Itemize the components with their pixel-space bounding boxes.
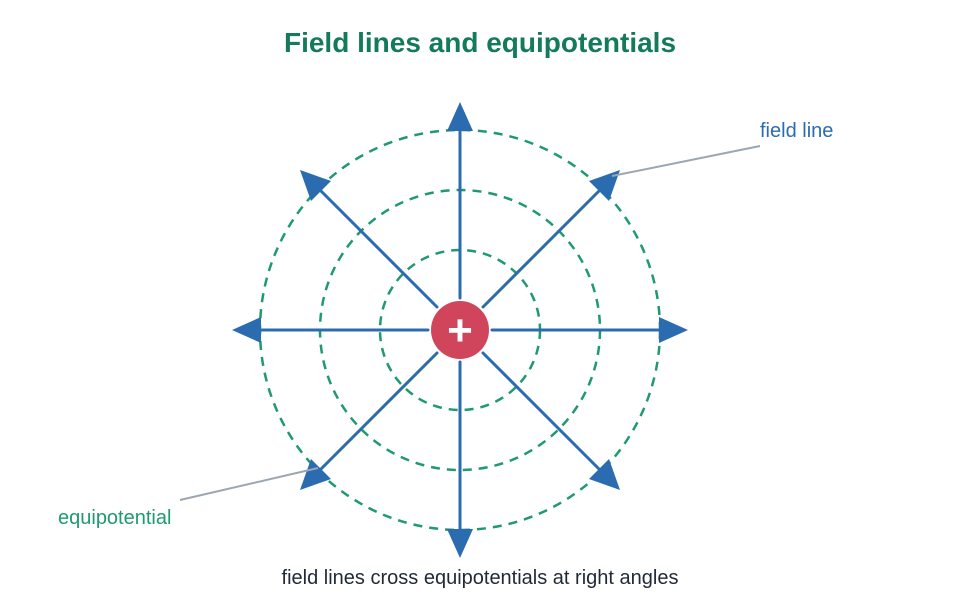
charge-circle (431, 301, 489, 359)
diagram-title: Field lines and equipotentials (284, 27, 676, 58)
equipotential-leader (179, 467, 319, 501)
arrowhead-down-right (589, 459, 620, 490)
field-line-down-left (316, 351, 439, 474)
field-line-label: field line (760, 120, 833, 142)
charge-sign: + (447, 306, 473, 355)
diagram-caption: field lines cross equipotentials at righ… (282, 567, 679, 589)
field-line-up-right (481, 186, 604, 309)
arrowhead-up-left (300, 170, 331, 201)
field-line-group (232, 102, 688, 558)
field-line-up-left (316, 186, 439, 309)
equipotential-label: equipotential (58, 507, 171, 529)
arrowhead-down (447, 529, 473, 558)
field-line-leader (611, 145, 761, 177)
arrowhead-up-right (589, 170, 620, 201)
arrowhead-down-left (300, 459, 331, 490)
field-line-down-right (481, 351, 604, 474)
arrowhead-right (659, 317, 688, 343)
positive-charge: + (431, 301, 489, 359)
arrowhead-up (447, 102, 473, 131)
arrowhead-left (232, 317, 261, 343)
